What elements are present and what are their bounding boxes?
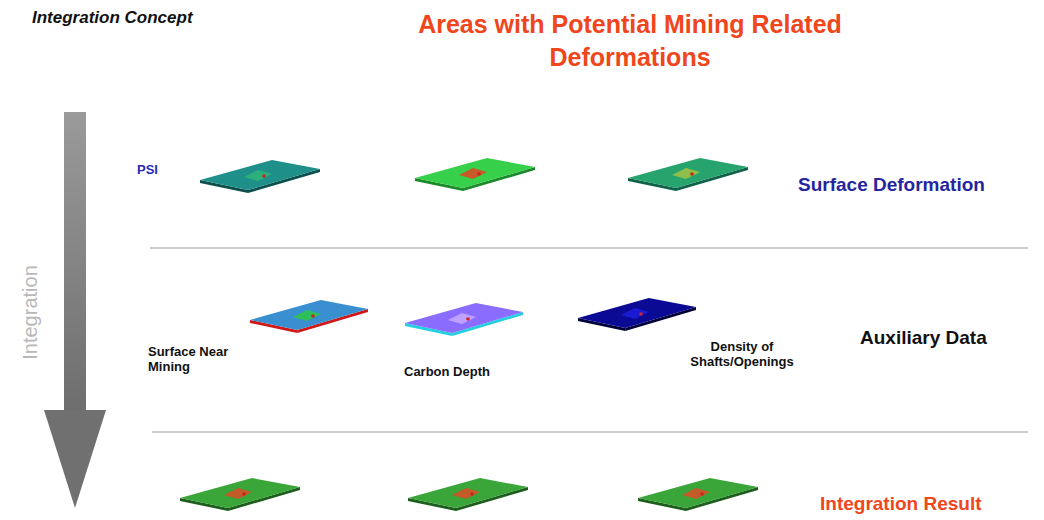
- map-slab: [408, 478, 528, 508]
- row-label: Auxiliary Data: [860, 327, 987, 349]
- row-label: Surface Deformation: [798, 174, 985, 196]
- section-heading: Integration Concept: [32, 8, 193, 28]
- map-patch: [293, 310, 321, 321]
- map-patch: [621, 308, 649, 319]
- row-label: Integration Result: [820, 493, 982, 515]
- deformation-spot: [466, 317, 470, 321]
- map-patch: [244, 170, 272, 181]
- deformation-spot: [700, 492, 704, 496]
- separator-line: [152, 431, 1028, 432]
- arrow-shaft: [64, 112, 86, 412]
- map-patch: [672, 168, 700, 179]
- deformation-spot: [477, 172, 481, 176]
- map-slab: [200, 160, 320, 190]
- map-slab: [180, 478, 300, 508]
- deformation-spot: [470, 492, 474, 496]
- layer-label: Surface Near Mining: [148, 345, 258, 375]
- diagram-title: Areas with Potential Mining Related Defo…: [360, 8, 900, 73]
- arrow-head: [44, 410, 106, 508]
- map-patch: [448, 313, 476, 324]
- map-patch: [459, 168, 487, 179]
- map-slab: [250, 300, 368, 330]
- map-slab: [578, 298, 696, 328]
- deformation-spot: [262, 174, 266, 178]
- map-slab: [628, 158, 748, 188]
- separator-line: [150, 247, 1028, 248]
- layer-label: Density of Shafts/Openings: [672, 340, 812, 370]
- map-patch: [682, 488, 710, 499]
- map-slab: [405, 303, 523, 333]
- layer-label: Carbon Depth: [404, 365, 490, 380]
- deformation-spot: [242, 492, 246, 496]
- map-patch: [452, 488, 480, 499]
- map-slab: [415, 158, 535, 188]
- map-slab: [638, 478, 758, 508]
- deformation-spot: [639, 312, 643, 316]
- deformation-spot: [690, 172, 694, 176]
- deformation-spot: [311, 314, 315, 318]
- layer-label: PSI: [137, 163, 158, 178]
- axis-label: Integration: [19, 265, 42, 360]
- map-patch: [224, 488, 252, 499]
